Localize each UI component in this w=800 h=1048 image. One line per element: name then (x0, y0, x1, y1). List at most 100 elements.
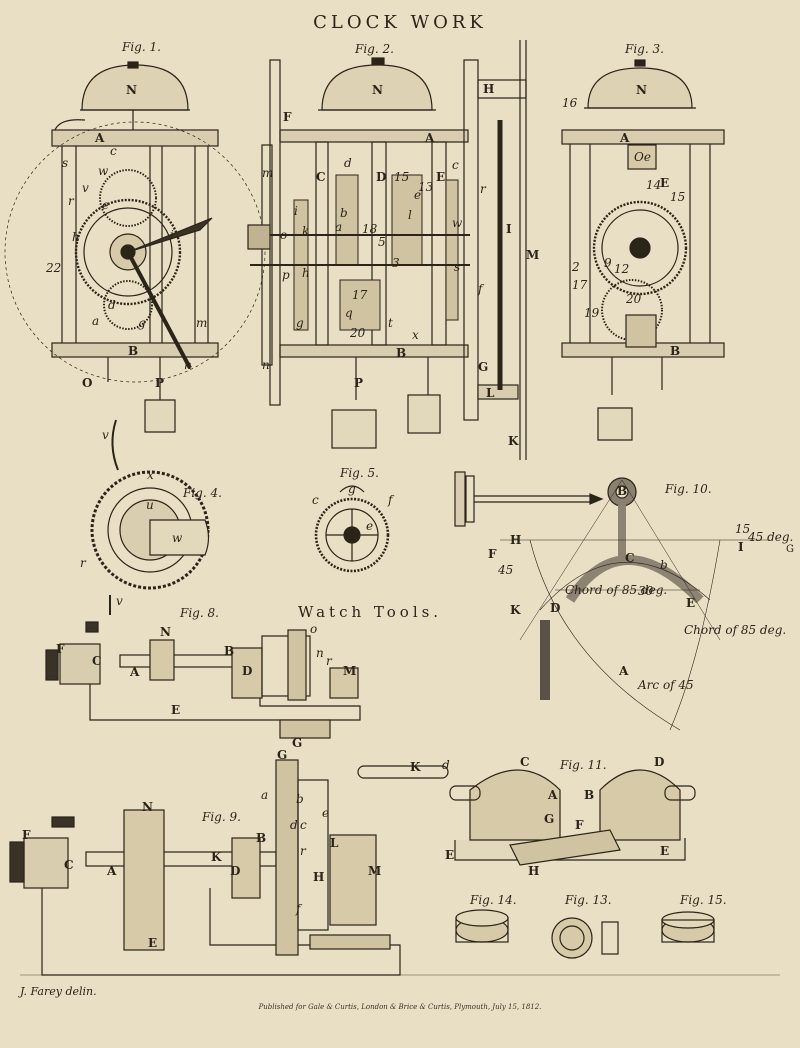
pointed-arbor (454, 471, 604, 527)
fig3-label: N (636, 83, 647, 97)
fig8-label: r (326, 654, 332, 668)
fig2-label: q (345, 306, 353, 320)
fig1-label: A (95, 131, 105, 145)
fig9-label: f (296, 902, 301, 916)
fig2-label: H (483, 82, 495, 96)
fig11-label: d (442, 758, 450, 772)
fig8-label: B (224, 644, 235, 658)
fig11-label: D (654, 755, 665, 769)
fig10-label: 45 (498, 563, 514, 577)
fig3-clock-movement-back (561, 59, 725, 441)
fig3-label: 14 (646, 178, 662, 192)
fig1-label: i (170, 228, 174, 242)
fig11-label: A (548, 788, 558, 802)
fig1-label: P (155, 376, 165, 390)
fig9-label: F (22, 828, 31, 842)
fig10-label: 45 deg. (748, 530, 794, 544)
fig1-label: e (102, 198, 110, 212)
fig14-caption: Fig. 14. (470, 893, 517, 907)
fig2-label: b (340, 206, 348, 220)
fig1-label: m (196, 316, 208, 330)
fig1-label: O (82, 376, 93, 390)
fig9-label: c (300, 818, 307, 832)
fig2-label: o (280, 228, 288, 242)
fig2-label: s (454, 260, 461, 274)
fig2-label: C (316, 170, 326, 184)
fig1-label: w (98, 164, 109, 178)
fig9-label: C (64, 858, 74, 872)
fig1-label: B (128, 344, 139, 358)
fig1-label: c (110, 144, 117, 158)
fig8-label: M (343, 664, 357, 678)
fig3-caption: Fig. 3. (625, 42, 664, 56)
fig9-label: d (290, 818, 298, 832)
fig8-label: G (292, 736, 303, 750)
fig11-caption: Fig. 11. (560, 758, 607, 772)
fig11-label: E (445, 848, 455, 862)
fig3-label: 16 (562, 96, 578, 110)
fig2-label: p (282, 268, 290, 282)
fig2-label: n (262, 358, 270, 372)
fig8-label: C (92, 654, 102, 668)
fig8-turns (45, 621, 361, 739)
fig2-label: e (414, 188, 422, 202)
margin-letter: G (786, 544, 794, 555)
fig1-label: r (68, 194, 74, 208)
fig2-label: 20 (350, 326, 366, 340)
fig10-depthing-tool (500, 477, 770, 731)
fig10-label: Chord of 85 deg. (684, 623, 787, 637)
fig11-label: E (660, 844, 670, 858)
fig8-label: D (242, 664, 253, 678)
fig3-label: A (620, 131, 630, 145)
fig2-label: 3 (392, 256, 400, 270)
fig2-label: E (436, 170, 446, 184)
fig9-label: B (256, 831, 267, 845)
fig3-label: Oe (634, 150, 651, 164)
fig3-label: 20 (626, 292, 642, 306)
fig5-label: g (348, 482, 356, 496)
fig2-label: m (262, 166, 274, 180)
fig10-label: C (625, 551, 635, 565)
watch-tools-heading: Watch Tools. (298, 603, 443, 621)
fig9-label: N (142, 800, 153, 814)
fig10-label: Arc of 45 (638, 678, 694, 692)
fig9-label: e (322, 806, 330, 820)
fig2-label: w (452, 216, 463, 230)
fig2-label: 13 (418, 180, 434, 194)
fig3-label: 19 (584, 306, 600, 320)
fig4-label: x (147, 468, 154, 482)
fig1-clock-movement (4, 61, 266, 433)
fig10-caption: Fig. 10. (665, 482, 712, 496)
fig10-label: 15 (735, 522, 751, 536)
fig2-label: I (506, 222, 512, 236)
fig2-label: N (372, 83, 383, 97)
fig10-label: I (738, 540, 744, 554)
fig9-label: b (296, 792, 304, 806)
fig1-label: 22 (46, 261, 62, 275)
fig10-label: 30 (638, 584, 654, 598)
fig2-label: k (302, 224, 310, 238)
fig10-label: b (660, 558, 668, 572)
fig2-label: 18 (362, 222, 378, 236)
fig3-label: 9 (604, 256, 612, 270)
fig2-label: G (478, 360, 489, 374)
engraver-credit: J. Farey delin. (20, 985, 97, 998)
fig11-label: H (528, 864, 540, 878)
fig2-label: B (396, 346, 407, 360)
fig2-clock-movement-side (247, 40, 527, 460)
fig10-label: B (617, 484, 628, 498)
fig1-label: g (138, 316, 146, 330)
fig5-label: f (388, 493, 393, 507)
fig10-label: Chord of 85 deg. (565, 583, 668, 597)
fig2-label: 17 (352, 288, 368, 302)
fig8-label: A (130, 665, 140, 679)
fig10-label: H (510, 533, 522, 547)
fig5-label: e (366, 519, 374, 533)
fig8-label: E (171, 703, 181, 717)
fig10-label: F (488, 547, 497, 561)
fig2-label: D (376, 170, 387, 184)
publication-line: Published for Gale & Curtis, London & Br… (258, 1003, 542, 1011)
fig8-label: n (316, 646, 324, 660)
